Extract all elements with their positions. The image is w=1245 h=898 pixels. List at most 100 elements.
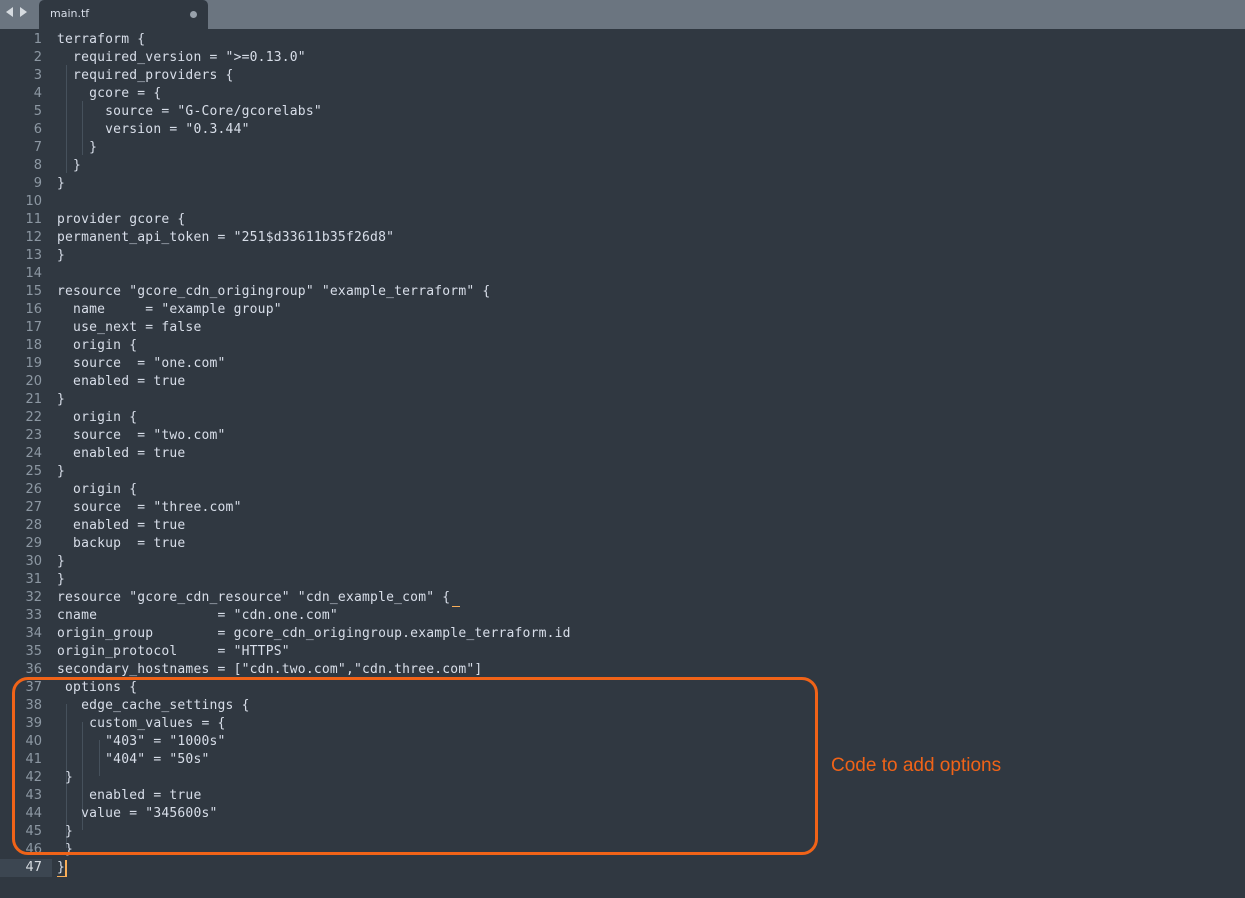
code-line[interactable]: 37 options {	[0, 679, 1245, 697]
code-text: }	[57, 248, 66, 263]
code-line[interactable]: 42 }	[0, 769, 1245, 787]
code-line[interactable]: 21}	[0, 391, 1245, 409]
code-line[interactable]: 28 enabled = true	[0, 517, 1245, 535]
code-text: }	[57, 842, 74, 857]
code-line[interactable]: 45 }	[0, 823, 1245, 841]
line-number: 32	[25, 590, 42, 605]
line-number: 8	[33, 158, 42, 173]
code-text: required_version = ">=0.13.0"	[57, 50, 306, 65]
code-line[interactable]: 40 "403" = "1000s"	[0, 733, 1245, 751]
code-text: "403" = "1000s"	[57, 734, 226, 749]
line-number: 26	[25, 482, 42, 497]
line-number: 12	[25, 230, 42, 245]
code-line[interactable]: 9}	[0, 175, 1245, 193]
code-line[interactable]: 7 }	[0, 139, 1245, 157]
code-line[interactable]: 14	[0, 265, 1245, 283]
line-number: 19	[25, 356, 42, 371]
code-text: version = "0.3.44"	[57, 122, 250, 137]
code-text: origin {	[57, 410, 138, 425]
code-line[interactable]: 25}	[0, 463, 1245, 481]
code-line[interactable]: 18 origin {	[0, 337, 1245, 355]
code-line[interactable]: 23 source = "two.com"	[0, 427, 1245, 445]
code-text: required_providers {	[57, 68, 234, 83]
code-line[interactable]: 26 origin {	[0, 481, 1245, 499]
code-line[interactable]: 22 origin {	[0, 409, 1245, 427]
code-line[interactable]: 19 source = "one.com"	[0, 355, 1245, 373]
line-number: 22	[25, 410, 42, 425]
code-line[interactable]: 5 source = "G-Core/gcorelabs"	[0, 103, 1245, 121]
line-number: 38	[25, 698, 42, 713]
code-line[interactable]: 41 "404" = "50s"	[0, 751, 1245, 769]
code-text: origin_protocol = "HTTPS"	[57, 644, 290, 659]
code-line[interactable]: 30}	[0, 553, 1245, 571]
code-text: cname = "cdn.one.com"	[57, 608, 338, 623]
code-text: gcore = {	[57, 86, 162, 101]
code-line[interactable]: 29 backup = true	[0, 535, 1245, 553]
code-text: source = "three.com"	[57, 500, 242, 515]
line-number: 17	[25, 320, 42, 335]
line-number: 25	[25, 464, 42, 479]
code-line[interactable]: 47}	[0, 859, 1245, 877]
code-text: backup = true	[57, 536, 186, 551]
code-line[interactable]: 39 custom_values = {	[0, 715, 1245, 733]
indent-guide	[66, 704, 67, 848]
code-line[interactable]: 44 value = "345600s"	[0, 805, 1245, 823]
code-line[interactable]: 20 enabled = true	[0, 373, 1245, 391]
line-number: 41	[25, 752, 42, 767]
code-text: origin {	[57, 338, 138, 353]
code-text: }	[57, 464, 66, 479]
code-line[interactable]: 38 edge_cache_settings {	[0, 697, 1245, 715]
code-line[interactable]: 17 use_next = false	[0, 319, 1245, 337]
code-line[interactable]: 31}	[0, 571, 1245, 589]
unsaved-dot-icon[interactable]	[190, 11, 197, 18]
code-text: }	[57, 572, 66, 587]
code-line[interactable]: 16 name = "example group"	[0, 301, 1245, 319]
line-number: 13	[25, 248, 42, 263]
code-line[interactable]: 43 enabled = true	[0, 787, 1245, 805]
tab-main-tf[interactable]: main.tf	[39, 0, 208, 29]
active-line-highlight	[0, 859, 52, 877]
text-cursor	[65, 860, 67, 877]
line-number: 15	[25, 284, 42, 299]
code-line[interactable]: 13}	[0, 247, 1245, 265]
code-text: enabled = true	[57, 788, 202, 803]
code-text: "404" = "50s"	[57, 752, 210, 767]
code-text: }	[57, 392, 66, 407]
code-line[interactable]: 4 gcore = {	[0, 85, 1245, 103]
code-line[interactable]: 8 }	[0, 157, 1245, 175]
tab-nav	[6, 7, 27, 17]
code-text: }	[57, 158, 82, 173]
line-number: 7	[33, 140, 42, 155]
line-number: 28	[25, 518, 42, 533]
code-line[interactable]: 24 enabled = true	[0, 445, 1245, 463]
code-line[interactable]: 2 required_version = ">=0.13.0"	[0, 49, 1245, 67]
code-text: }	[57, 176, 66, 191]
arrow-right-icon[interactable]	[20, 7, 27, 17]
code-text: resource "gcore_cdn_origingroup" "exampl…	[57, 284, 491, 299]
code-text: }	[57, 554, 66, 569]
code-text: source = "one.com"	[57, 356, 226, 371]
arrow-left-icon[interactable]	[6, 7, 13, 17]
code-text: origin {	[57, 482, 138, 497]
code-line[interactable]: 15 resource "gcore_cdn_origingroup" "exam…	[0, 283, 1245, 301]
code-text: secondary_hostnames = ["cdn.two.com","cd…	[57, 662, 483, 677]
line-number: 14	[25, 266, 42, 281]
indent-guide	[66, 65, 67, 173]
code-line[interactable]: 6 version = "0.3.44"	[0, 121, 1245, 139]
code-line[interactable]: 3 required_providers {	[0, 67, 1245, 85]
code-text: }	[57, 824, 74, 839]
code-line[interactable]: 27 source = "three.com"	[0, 499, 1245, 517]
code-line[interactable]: 10	[0, 193, 1245, 211]
code-text: use_next = false	[57, 320, 202, 335]
line-number: 44	[25, 806, 42, 821]
code-text: options {	[57, 680, 138, 695]
